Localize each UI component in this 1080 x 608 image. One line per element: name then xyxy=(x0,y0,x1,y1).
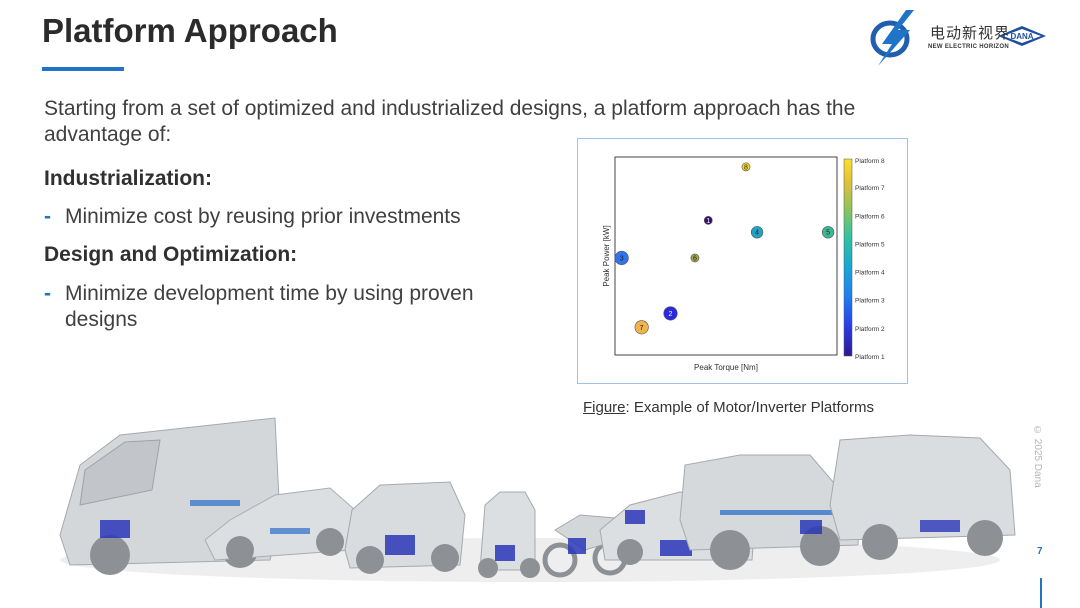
scatter-point-5 xyxy=(821,226,835,239)
logo-cn-text: 电动新视界 xyxy=(930,25,1011,42)
colorbar-label-5: Platform 5 xyxy=(855,241,885,248)
colorbar-label-7: Platform 7 xyxy=(855,185,885,192)
slide-title: Platform Approach xyxy=(42,12,338,49)
intro-text: Starting from a set of optimized and ind… xyxy=(44,97,856,146)
colorbar-label-3: Platform 3 xyxy=(855,298,885,305)
scatter-point-6 xyxy=(690,253,700,263)
page-number: 7 xyxy=(1037,546,1043,557)
suv-image xyxy=(344,481,466,574)
colorbar-label-4: Platform 4 xyxy=(855,270,885,277)
chart-frame: Platform 1 Platform 2 Platform 3 Platform 4… xyxy=(577,138,908,384)
colorbar-label-8: Platform 8 xyxy=(855,158,885,165)
section-heading-industrialization: Industrialization: xyxy=(44,167,212,190)
caption-text: : Example of Motor/Inverter Platforms xyxy=(625,399,874,416)
scatter-point-2 xyxy=(663,306,678,321)
colorbar-label-2: Platform 2 xyxy=(855,326,885,333)
colorbar-label-1: Platform 1 xyxy=(855,354,885,361)
logo-brand: DANA xyxy=(1010,32,1033,41)
plot-area xyxy=(614,156,838,356)
bullet-time-text: Minimize development time by using prove… xyxy=(65,282,474,331)
point-label-6: 6 xyxy=(693,255,697,262)
title-underline xyxy=(42,67,124,71)
bullet-cost-text: Minimize cost by reusing prior investmen… xyxy=(65,205,461,228)
scatter-point-8 xyxy=(741,162,751,172)
scatter-chart: Platform 1 Platform 2 Platform 3 Platform 4… xyxy=(602,156,885,372)
scatter-point-3 xyxy=(614,250,629,266)
point-label-3: 3 xyxy=(620,255,624,262)
copyright-notice: © 2025 Dana xyxy=(1032,425,1043,488)
micro-car-image xyxy=(478,491,540,578)
pickup-truck-image xyxy=(679,454,861,570)
bullet-dash: - xyxy=(44,282,51,305)
scatter-point-1 xyxy=(703,216,713,225)
bullet-time: - Minimize development time by using pro… xyxy=(44,281,514,333)
figure-caption: Figure: Example of Motor/Inverter Platfo… xyxy=(583,399,874,416)
point-label-4: 4 xyxy=(755,230,759,237)
scatter-point-7 xyxy=(634,320,649,335)
x-axis-label: Peak Torque [Nm] xyxy=(694,363,758,372)
bullet-cost: - Minimize cost by reusing prior investm… xyxy=(44,204,544,230)
logo: DANA xyxy=(862,8,1070,68)
sports-car-image xyxy=(204,487,356,564)
colorbar xyxy=(843,158,853,357)
scatter-point-4 xyxy=(750,226,764,239)
page-marker-line xyxy=(1040,578,1042,608)
logo-emblem: DANA xyxy=(870,10,1046,66)
logo-en-text: NEW ELECTRIC HORIZON xyxy=(928,44,1009,50)
colorbar-label-6: Platform 6 xyxy=(855,213,885,220)
vehicle-lineup-illustration xyxy=(59,417,1016,582)
section-heading-design: Design and Optimization: xyxy=(44,243,298,266)
y-axis-label: Peak Power [kW] xyxy=(602,225,611,286)
bullet-dash: - xyxy=(44,205,51,228)
point-label-1: 1 xyxy=(706,218,710,225)
point-label-2: 2 xyxy=(669,311,673,318)
heavy-pickup-image xyxy=(829,434,1016,560)
point-label-8: 8 xyxy=(744,164,748,171)
caption-label: Figure xyxy=(583,399,626,416)
point-label-7: 7 xyxy=(640,325,644,332)
point-label-5: 5 xyxy=(826,230,830,237)
